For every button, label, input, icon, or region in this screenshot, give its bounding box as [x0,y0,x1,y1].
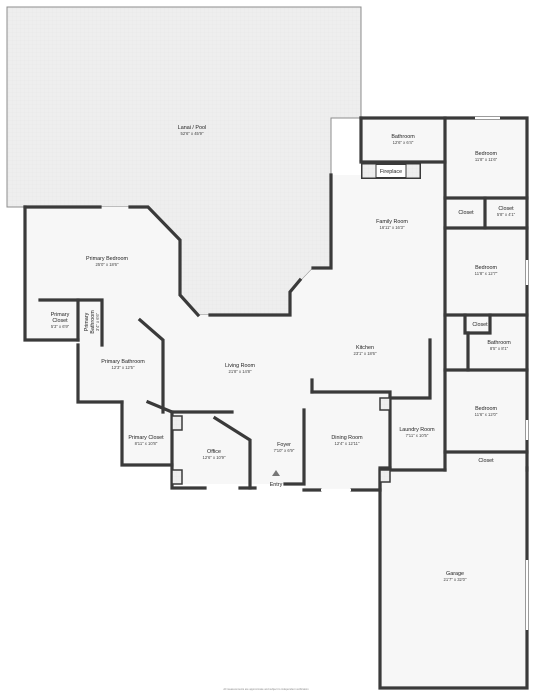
svg-text:5'3" x 6'9": 5'3" x 6'9" [51,324,70,329]
svg-text:12'4" x 12'11": 12'4" x 12'11" [335,441,360,446]
svg-text:Bedroom: Bedroom [475,406,497,412]
svg-text:Closet: Closet [498,206,514,212]
label-primary-closet: Primary Closet 8'11" x 10'8" [128,435,164,446]
footer-note: All measurements are approximate and sub… [223,687,309,691]
label-primary-bedroom: Primary Bedroom 25'0" x 18'6" [86,256,128,267]
svg-text:Fireplace: Fireplace [380,169,402,175]
svg-text:Laundry Room: Laundry Room [399,427,435,433]
room-labels: Lanai / Pool 52'6" x 45'9" Bathroom 12'6… [51,125,516,582]
svg-text:Entry: Entry [270,482,283,488]
svg-text:Office: Office [207,449,221,455]
svg-text:8'5" x 8'1": 8'5" x 8'1" [490,346,509,351]
fireplace [361,163,421,179]
svg-text:Living Room: Living Room [225,363,255,369]
svg-text:Bedroom: Bedroom [475,265,497,271]
svg-text:Primary: Primary [84,312,90,331]
label-primary-bathroom: Primary Bathroom 12'3" x 12'5" [101,359,145,370]
svg-text:Closet: Closet [458,210,474,216]
label-kitchen: Kitchen 23'1" x 18'6" [354,345,377,356]
label-bedroom-2: Bedroom 11'8" x 12'7" [475,265,498,276]
svg-text:3'4" x 6'6": 3'4" x 6'6" [95,312,100,331]
svg-text:Kitchen: Kitchen [356,345,374,351]
svg-text:7'10" x 6'9": 7'10" x 6'9" [274,448,295,453]
svg-text:12'6" x 6'4": 12'6" x 6'4" [393,140,414,145]
label-family-room: Family Room 16'11" x 16'3" [376,219,408,230]
label-office: Office 12'6" x 10'9" [203,449,226,460]
label-bedroom-3: Bedroom 11'6" x 12'0" [475,406,498,417]
svg-text:11'6" x 12'0": 11'6" x 12'0" [475,412,498,417]
label-bedroom-1: Bedroom 11'8" x 11'6" [475,151,498,162]
svg-text:Foyer: Foyer [277,442,291,448]
label-bathroom-2: Bathroom 8'5" x 8'1" [487,340,511,351]
svg-text:52'6" x 45'9": 52'6" x 45'9" [181,131,204,136]
svg-text:Family Room: Family Room [376,219,408,225]
label-primary-closet-small: Primary Closet 5'3" x 6'9" [51,312,70,329]
svg-text:Primary Bathroom: Primary Bathroom [101,359,145,365]
svg-text:Primary Closet: Primary Closet [128,435,164,441]
label-lanai: Lanai / Pool 52'6" x 45'9" [178,125,206,136]
svg-text:Closet: Closet [472,322,488,328]
svg-text:Garage: Garage [446,571,464,577]
label-foyer: Foyer 7'10" x 6'9" [274,442,295,453]
svg-text:11'8" x 12'7": 11'8" x 12'7" [475,271,498,276]
svg-text:7'11" x 10'5": 7'11" x 10'5" [406,433,429,438]
label-dining-room: Dining Room 12'4" x 12'11" [331,435,363,446]
label-closet-3: Closet [472,322,488,328]
columns [171,397,391,485]
svg-text:Primary: Primary [51,312,70,318]
svg-text:Bathroom: Bathroom [487,340,511,346]
label-fireplace: Fireplace [380,169,402,175]
label-closet-2: Closet 5'8" x 4'1" [497,206,516,217]
svg-text:Bathroom: Bathroom [391,134,415,140]
label-garage: Garage 21'7" x 32'0" [444,571,467,582]
svg-text:12'3" x 12'5": 12'3" x 12'5" [112,365,135,370]
svg-text:16'11" x 16'3": 16'11" x 16'3" [380,225,405,230]
svg-text:23'1" x 18'6": 23'1" x 18'6" [354,351,377,356]
label-primary-bathroom-small: Primary Bathroom 3'4" x 6'6" [84,310,100,334]
garage-floor [380,468,527,688]
label-closet-4: Closet [478,458,494,464]
windows [207,116,529,630]
svg-text:8'11" x 10'8": 8'11" x 10'8" [135,441,158,446]
label-entry: Entry [270,482,283,488]
label-closet-1: Closet [458,210,474,216]
svg-text:21'7" x 32'0": 21'7" x 32'0" [444,577,467,582]
svg-text:5'8" x 4'1": 5'8" x 4'1" [497,212,516,217]
svg-text:Closet: Closet [52,318,68,324]
svg-text:11'8" x 11'6": 11'8" x 11'6" [475,157,498,162]
svg-text:21'8" x 14'8": 21'8" x 14'8" [229,369,252,374]
entry-arrow-icon [272,470,280,476]
svg-text:12'6" x 10'9": 12'6" x 10'9" [203,455,226,460]
label-laundry-room: Laundry Room 7'11" x 10'5" [399,427,435,438]
svg-text:Bathroom: Bathroom [90,310,96,334]
svg-text:Dining Room: Dining Room [331,435,363,441]
svg-text:25'0" x 18'6": 25'0" x 18'6" [96,262,119,267]
svg-text:Primary Bedroom: Primary Bedroom [86,256,128,262]
label-bathroom-top: Bathroom 12'6" x 6'4" [391,134,415,145]
svg-text:Lanai / Pool: Lanai / Pool [178,125,206,131]
svg-text:Closet: Closet [478,458,494,464]
label-living-room: Living Room 21'8" x 14'8" [225,363,255,374]
svg-text:Bedroom: Bedroom [475,151,497,157]
